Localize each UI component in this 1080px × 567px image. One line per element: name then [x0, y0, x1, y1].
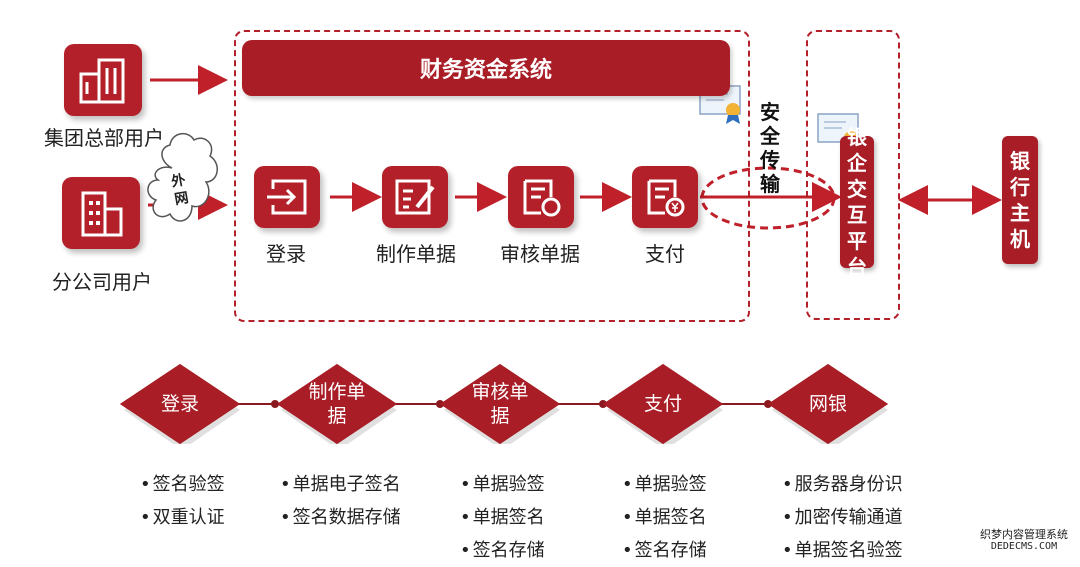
step-review-document-label: 审核单据: [500, 242, 580, 266]
stage-feature-list: 单据验签单据签名签名存储: [622, 468, 707, 567]
stage-title-line: 审核单: [471, 381, 529, 403]
building-icon: [79, 58, 125, 104]
bank-enterprise-platform[interactable]: 银企交互平台: [840, 125, 874, 279]
stage-feature-item: 单据验签: [460, 468, 545, 501]
stage-title-line: 制作单: [308, 381, 366, 403]
watermark-line1: 织梦内容管理系统: [980, 528, 1068, 541]
payment-icon: [647, 179, 685, 217]
stage-title-line: 网银: [808, 393, 847, 415]
step-login-label: 登录: [266, 242, 306, 266]
stage-title-line: 据: [490, 405, 510, 427]
stage-diamond: 制作单据: [277, 364, 397, 444]
stage-feature-item: 签名验签: [140, 468, 225, 501]
hq-user-icon-tile: [64, 44, 142, 116]
login-icon: [267, 179, 307, 215]
stage-feature-item: 单据签名验签: [782, 534, 903, 567]
cloud-icon: [147, 133, 218, 222]
bank-host[interactable]: 银行主机: [1002, 136, 1038, 264]
stage-feature-list: 签名验签双重认证: [140, 468, 225, 534]
stage-feature-list: 单据验签单据签名签名存储: [460, 468, 545, 567]
system-title: 财务资金系统: [419, 58, 552, 83]
stage-feature-item: 服务器身份识: [782, 468, 903, 501]
stage-feature-item: 加密传输通道: [782, 501, 903, 534]
finance-system-boundary: [234, 30, 750, 322]
stage-feature-item: 单据签名: [622, 501, 707, 534]
stage-diamond: 支付: [603, 364, 723, 444]
stage-feature-item: 签名存储: [460, 534, 545, 567]
bank-enterprise-platform-label: 银企交互平台: [847, 125, 867, 279]
stage-feature-list: 单据电子签名签名数据存储: [280, 468, 401, 534]
step-review-document[interactable]: [508, 166, 574, 228]
stage-diamond: 登录: [120, 364, 240, 444]
branch-user-icon-tile: [62, 177, 140, 249]
stage-title: 支付: [603, 364, 723, 444]
stage-title: 网银: [768, 364, 888, 444]
stage-feature-item: 签名存储: [622, 534, 707, 567]
step-create-document-label: 制作单据: [376, 242, 456, 266]
edit-document-icon: [395, 179, 435, 215]
watermark-line2: DEDECMS.COM: [990, 541, 1058, 552]
stage-feature-item: 签名数据存储: [280, 501, 401, 534]
stage-title: 审核单据: [440, 364, 560, 444]
branch-user-label: 分公司用户: [52, 270, 152, 294]
stage-title: 登录: [120, 364, 240, 444]
step-payment-label: 支付: [645, 242, 685, 266]
stage-title: 制作单据: [277, 364, 397, 444]
stage-title-line: 支付: [643, 393, 682, 415]
system-title-bar: 财务资金系统: [242, 40, 730, 96]
stage-title-line: 据: [327, 405, 347, 427]
approve-document-icon: [523, 179, 561, 217]
step-payment[interactable]: [632, 166, 698, 228]
stage-feature-item: 单据验签: [622, 468, 707, 501]
building-icon: [81, 191, 123, 237]
stage-title-line: 登录: [160, 393, 199, 415]
watermark: 织梦内容管理系统 DEDECMS.COM: [970, 528, 1078, 553]
step-login[interactable]: [254, 166, 320, 228]
secure-transmission-label: 安全传输: [760, 100, 780, 196]
stage-diamond: 网银: [768, 364, 888, 444]
stage-feature-list: 服务器身份识加密传输通道单据签名验签: [782, 468, 903, 567]
bank-host-label: 银行主机: [1010, 149, 1030, 251]
stage-feature-item: 双重认证: [140, 501, 225, 534]
step-create-document[interactable]: [382, 166, 448, 228]
stage-diamond: 审核单据: [440, 364, 560, 444]
stage-feature-item: 单据签名: [460, 501, 545, 534]
bank-platform-boundary: [806, 30, 900, 320]
stage-feature-item: 单据电子签名: [280, 468, 401, 501]
hq-user-label: 集团总部用户: [44, 126, 164, 150]
